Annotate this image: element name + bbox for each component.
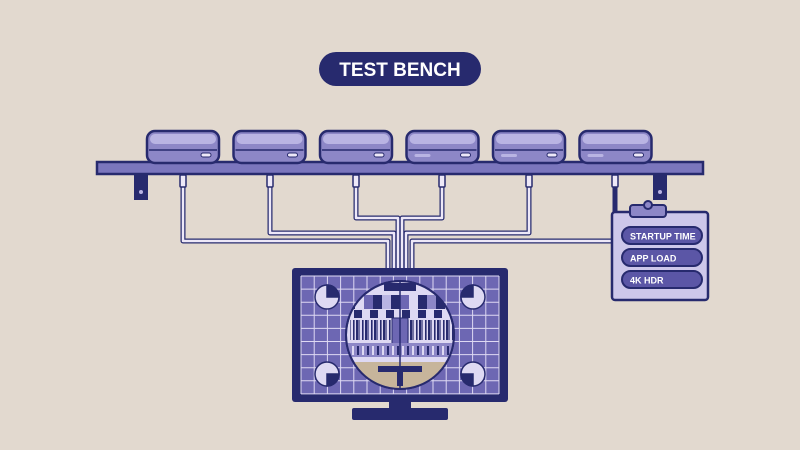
cable [400,182,444,270]
clipboard-item: 4K HDR [621,270,703,289]
monitor [292,268,508,420]
devices-row [145,129,653,165]
streaming-box-icon [405,129,480,165]
clipboard-item-label: STARTUP TIME [630,232,696,242]
clipboard-item: STARTUP TIME [621,226,703,245]
cable-bundle [179,174,619,271]
clipboard-items: STARTUP TIME APP LOAD 4K HDR [621,226,703,289]
cable-plug [525,174,533,188]
title-text: TEST BENCH [339,60,460,81]
streaming-box-icon [491,129,567,165]
cable-plug [438,174,446,188]
cable-plug [179,174,187,188]
cable-plug [266,174,274,188]
streaming-box-icon [578,129,653,165]
cable [181,182,390,270]
clipboard: STARTUP TIME APP LOAD 4K HDR [610,200,710,302]
cable-plug [611,174,619,188]
title-badge: TEST BENCH [319,52,481,86]
shelf [95,160,705,200]
test-pattern-screen [300,275,500,395]
cable [354,182,400,270]
clipboard-item-label: 4K HDR [630,276,664,286]
clipboard-item: APP LOAD [621,248,703,267]
cable [404,182,531,270]
cable [268,182,396,270]
clipboard-item-label: APP LOAD [630,254,677,264]
streaming-box-icon [318,129,394,165]
streaming-box-icon [145,129,221,165]
streaming-box-icon [232,129,307,165]
cable-plug [352,174,360,188]
